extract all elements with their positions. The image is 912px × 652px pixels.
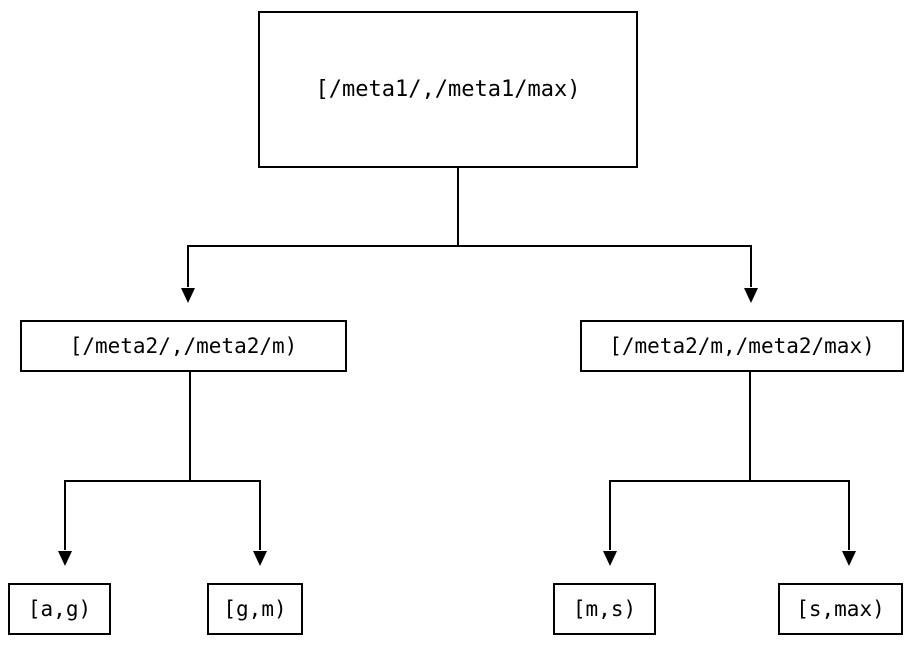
tree-node-leaf-2[interactable]: [g,m)	[207, 583, 303, 635]
edge-mid-right-stem	[749, 372, 751, 482]
tree-node-mid-left[interactable]: [/meta2/,/meta2/m)	[20, 320, 347, 372]
tree-node-root[interactable]: [/meta1/,/meta1/max)	[258, 11, 638, 168]
arrowhead-mid-left-to-leaf-1	[58, 551, 72, 566]
arrowhead-mid-left-to-leaf-2	[253, 551, 267, 566]
tree-node-leaf-1[interactable]: [a,g)	[8, 583, 111, 635]
edge-mid-left-to-leaf-1-drop	[64, 480, 66, 550]
edge-mid-right-to-leaf-4-drop	[848, 480, 850, 550]
arrowhead-mid-right-to-leaf-4	[842, 551, 856, 566]
arrowhead-mid-right-to-leaf-3	[603, 551, 617, 566]
arrowhead-root-to-mid-right	[744, 288, 758, 303]
edge-mid-right-crossbar	[609, 480, 850, 482]
edge-mid-left-to-leaf-2-drop	[259, 480, 261, 550]
tree-node-leaf-4[interactable]: [s,max)	[778, 583, 903, 635]
edge-root-crossbar	[187, 245, 752, 247]
arrowhead-root-to-mid-left	[181, 288, 195, 303]
tree-node-leaf-3[interactable]: [m,s)	[553, 583, 656, 635]
edge-root-to-mid-right-drop	[750, 245, 752, 287]
edge-mid-left-crossbar	[64, 480, 261, 482]
edge-mid-left-stem	[189, 372, 191, 482]
tree-node-mid-right[interactable]: [/meta2/m,/meta2/max)	[580, 320, 904, 372]
edge-root-to-mid-left-drop	[187, 245, 189, 287]
edge-root-stem	[457, 168, 459, 247]
edge-mid-right-to-leaf-3-drop	[609, 480, 611, 550]
